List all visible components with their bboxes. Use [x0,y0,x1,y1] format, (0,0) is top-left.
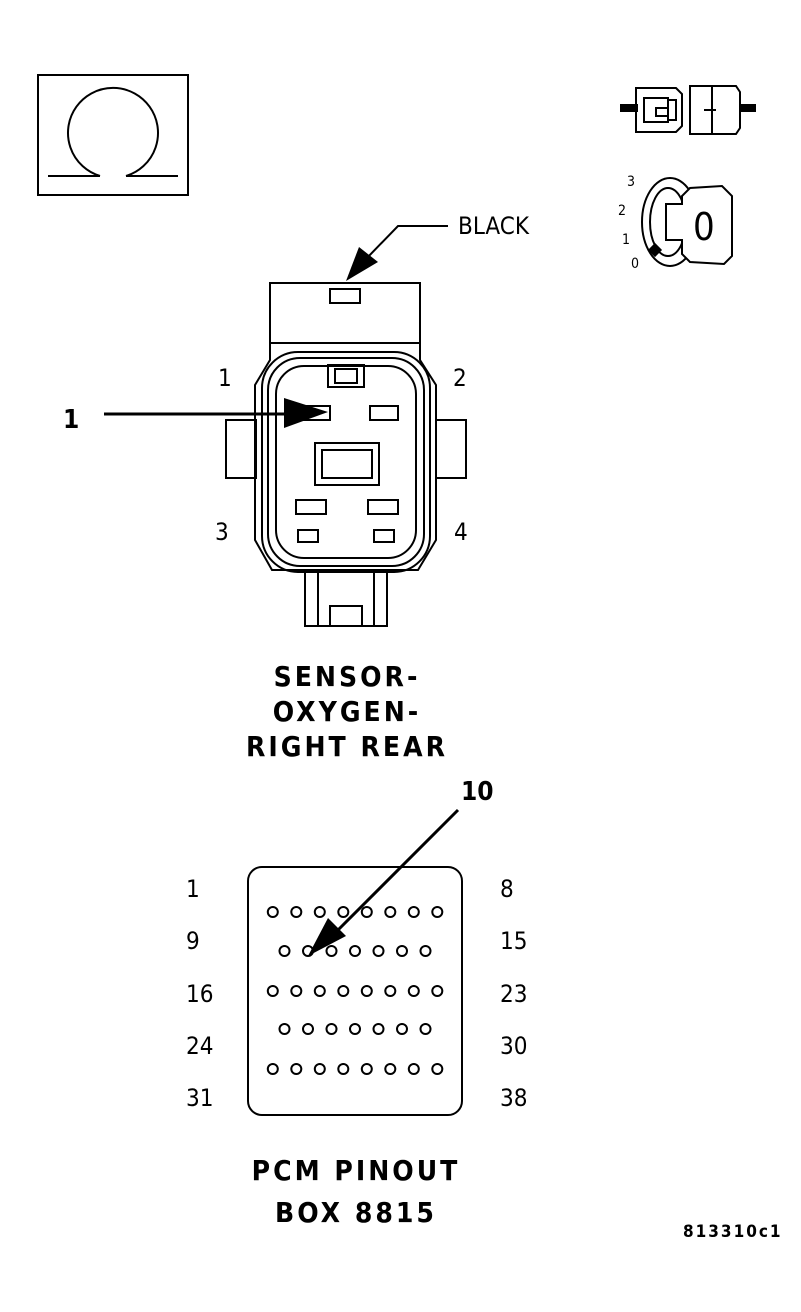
pcm-pin [407,906,420,918]
pcm-pin [407,985,420,997]
pcm-pin [396,945,408,957]
pcm-pin [266,1063,279,1075]
pcm-pin [431,985,444,997]
pcm-pin [313,985,326,997]
pcm-pin [396,1023,408,1035]
ignition-position-2: 2 [618,203,626,219]
pcm-pin [266,985,279,997]
cavity-label-3: 3 [215,518,229,546]
pcm-row-5-left-label: 31 [186,1084,213,1112]
pcm-row-3-right-label: 23 [500,980,527,1008]
pcm-pin [337,985,350,997]
ignition-position-3: 3 [627,174,635,190]
pcm-pin [384,985,397,997]
cavity-label-2: 2 [453,364,467,392]
pcm-pin [384,906,397,918]
callout-10-arrowhead [308,918,346,956]
pcm-pin [337,906,350,918]
pcm-pin-grid [266,906,444,1075]
pcm-pin [360,1063,373,1075]
connector-title-line-1: SENSOR- [274,660,421,693]
cavity-label-4: 4 [454,518,468,546]
pcm-pin [419,1023,432,1035]
ignition-key-icon: 3 2 1 0 0 [618,174,733,272]
figure-code: 813310c1 [683,1222,783,1242]
pcm-pin [290,1063,303,1075]
leader-arrowhead [346,247,378,281]
disconnected-connector-icon [620,85,756,135]
pcm-pin [349,945,361,957]
pcm-row-2-left-label: 9 [186,927,200,955]
pcm-row-1-right-label: 8 [500,875,514,903]
pcm-pin [431,1063,444,1075]
pcm-pin [278,945,291,957]
connector-title-line-3: RIGHT REAR [246,730,448,763]
callout-1-arrowhead [284,398,328,428]
pcm-pin [360,985,373,997]
oxygen-sensor-connector [225,282,467,627]
pcm-pin [431,906,444,918]
pcm-pin [372,945,385,957]
ignition-key-glyph: 0 [693,205,715,249]
pcm-row-2-right-label: 15 [500,927,527,955]
pcm-pin [290,906,303,918]
pcm-pin [419,945,432,957]
pcm-pin [313,906,326,918]
pcm-title-line-2: BOX 8815 [275,1196,437,1229]
ignition-position-0: 0 [631,256,639,272]
pcm-row-4-left-label: 24 [186,1032,213,1060]
wire-color-label: BLACK [458,212,530,240]
pcm-pin [290,985,303,997]
pcm-title-line-1: PCM PINOUT [252,1154,461,1187]
pcm-row-5-right-label: 38 [500,1084,527,1112]
ohm-symbol-icon [37,74,189,196]
pcm-pin [372,1023,385,1035]
callout-10-line [334,808,460,934]
pcm-pin [278,1023,291,1035]
pcm-pin [325,945,338,957]
pcm-connector-body [247,866,463,1116]
cavity-label-1: 1 [218,364,232,392]
ignition-position-1: 1 [622,232,630,248]
pcm-pin [384,1063,397,1075]
callout-10-label: 10 [461,777,494,807]
pcm-pin [302,1023,314,1035]
pcm-pin [360,906,373,918]
callout-1-label: 1 [63,405,79,435]
pcm-pin [337,1063,350,1075]
pcm-row-3-left-label: 16 [186,980,213,1008]
pcm-pin [266,906,279,918]
pcm-pin [313,1063,326,1075]
pcm-row-1-left-label: 1 [186,875,200,903]
pcm-pin [349,1023,361,1035]
connector-title-line-2: OXYGEN- [273,695,422,728]
pcm-pin [325,1023,338,1035]
pcm-pin [407,1063,420,1075]
pcm-row-4-right-label: 30 [500,1032,527,1060]
